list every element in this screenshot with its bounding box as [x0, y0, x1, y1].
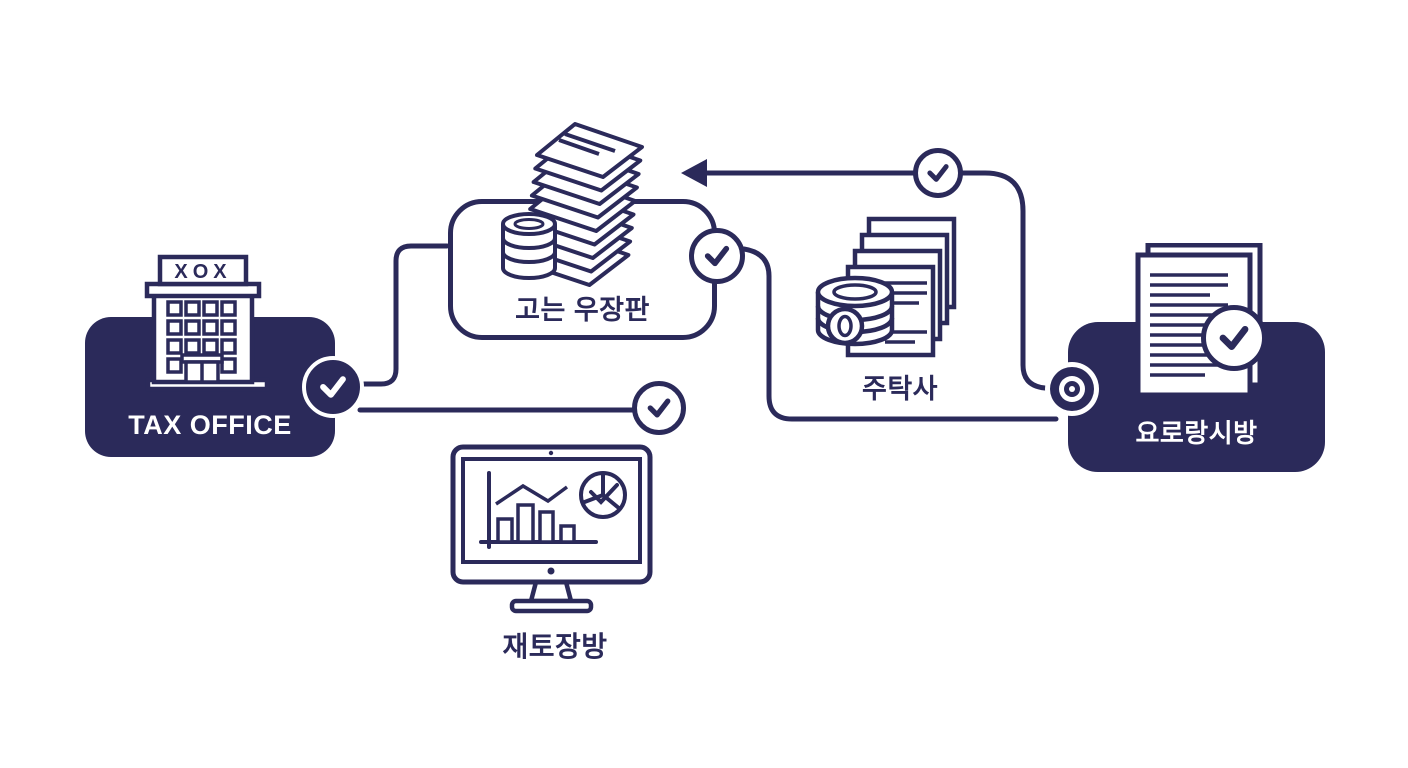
flow-line-box-to-result: [741, 246, 1059, 422]
documents-box-label: 고는 우장판: [515, 295, 650, 325]
tax-office-label: TAX OFFICE: [128, 410, 292, 440]
monitor-label: 재토장방: [502, 631, 608, 662]
mid-check-icon: [632, 381, 686, 435]
coin-stack-and-documents-icon: [815, 216, 957, 358]
flow-line-result-to-documents-box: [697, 170, 1048, 391]
bank-building-icon: XOX: [144, 254, 270, 392]
tax-office-check-icon: [302, 356, 364, 418]
target-icon: [1045, 362, 1099, 416]
result-label: 요로랑시방: [1135, 418, 1258, 448]
building-sign-text: XOX: [174, 261, 231, 283]
monitor-with-charts-icon: [450, 444, 653, 614]
result-document-check-icon: [1201, 305, 1267, 371]
arrowhead-left-icon: [681, 159, 707, 187]
trustee-label: 주탁사: [861, 374, 939, 404]
documents-box-check-icon: [689, 228, 745, 284]
paper-stack-and-coins-icon: [501, 122, 644, 287]
flow-line-tax-to-documents-box: [361, 243, 450, 387]
top-flow-check-icon: [913, 148, 963, 198]
